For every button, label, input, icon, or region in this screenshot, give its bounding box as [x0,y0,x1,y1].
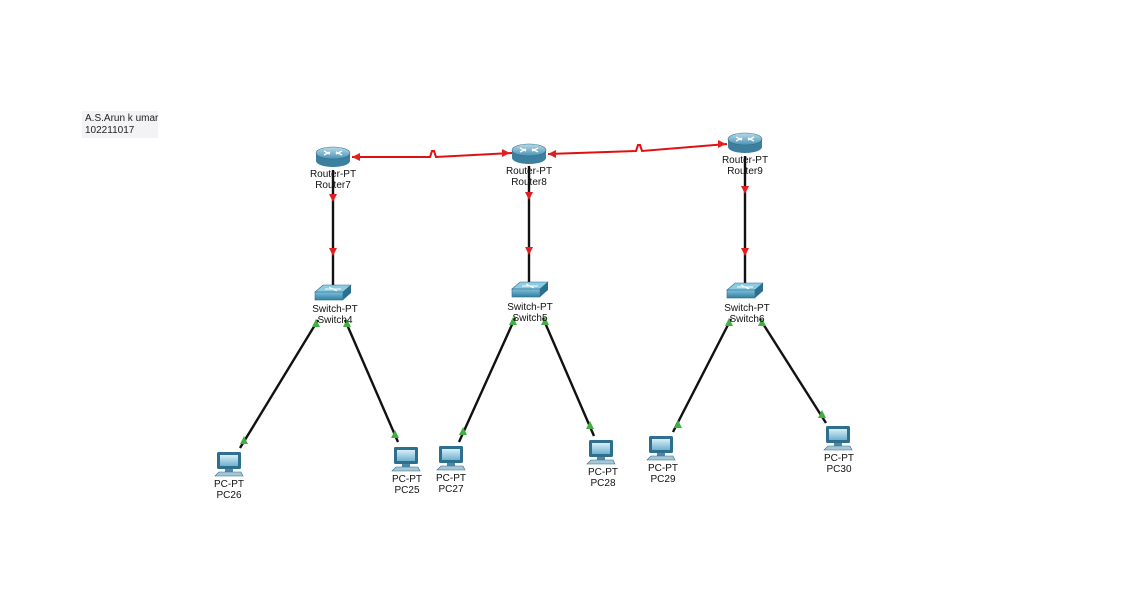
r8-type-label: Router-PT [506,166,552,177]
port-indicators-layer [240,140,826,444]
pc-icon-pc29[interactable] [646,436,676,461]
s5-name-label: Switch5 [512,313,547,324]
switch-icon-switch6[interactable] [726,282,764,299]
port-indicator-s4 [343,319,351,327]
port-indicator-s5 [509,317,517,325]
link-s4-pc26[interactable] [238,319,320,449]
port-indicator-s6 [725,318,733,326]
s5-type-label: Switch-PT [507,302,553,313]
port-indicator-r9 [741,186,749,194]
pc28-name-label: PC28 [590,478,615,489]
r9-name-label: Router9 [727,166,763,177]
link-s6-pc29[interactable] [671,318,733,433]
port-indicator-r8 [502,149,510,157]
port-indicator-s4 [329,248,337,256]
port-indicator-s5 [525,247,533,255]
pc-icon-pc25[interactable] [391,447,421,472]
s6-type-label: Switch-PT [724,303,770,314]
port-indicator-pc26 [240,436,248,444]
router-icon-router8[interactable] [511,143,547,164]
pc-icon-pc27[interactable] [436,446,466,471]
pc26-name-label: PC26 [216,490,241,501]
pc-icon-pc30[interactable] [823,426,853,451]
switch-icon-switch4[interactable] [314,284,352,301]
port-indicator-s4 [312,319,320,327]
author-note[interactable]: A.S.Arun k umar 102211017 [82,111,158,138]
pc28-type-label: PC-PT [588,467,618,478]
r7-type-label: Router-PT [310,169,356,180]
s4-name-label: Switch4 [317,315,352,326]
link-r7-r8[interactable] [352,150,513,159]
author-id: 102211017 [85,125,135,136]
pc30-name-label: PC30 [826,464,851,475]
port-indicator-s6 [758,318,766,326]
router-icon-router7[interactable] [315,146,351,167]
port-indicator-r7 [329,194,337,202]
port-indicator-s5 [541,317,549,325]
pc26-type-label: PC-PT [214,479,244,490]
r9-type-label: Router-PT [722,155,768,166]
switch-icon-switch5[interactable] [511,281,549,298]
pc30-type-label: PC-PT [824,453,854,464]
port-indicator-r8 [525,192,533,200]
link-s4-pc25[interactable] [343,319,400,443]
pc25-name-label: PC25 [394,485,419,496]
author-name: A.S.Arun k umar [85,113,159,124]
port-indicator-pc25 [391,430,399,438]
s4-type-label: Switch-PT [312,304,358,315]
port-indicator-r7 [352,153,360,161]
router-icon-router9[interactable] [727,132,763,153]
pc27-name-label: PC27 [438,484,463,495]
port-indicator-pc30 [818,410,826,418]
port-indicator-r8 [548,150,556,158]
port-indicator-s6 [741,248,749,256]
pc29-type-label: PC-PT [648,463,678,474]
s6-name-label: Switch6 [729,314,764,325]
devices-layer: Router-PTRouter7Router-PTRouter8Router-P… [214,132,854,501]
link-s6-pc30[interactable] [758,318,828,424]
port-indicator-pc29 [674,420,682,428]
link-r8-r9[interactable] [547,143,728,155]
link-s5-pc28[interactable] [541,317,596,437]
pc-icon-pc28[interactable] [586,440,616,465]
pc-icon-pc26[interactable] [214,452,244,477]
links-layer [238,143,828,449]
pc29-name-label: PC29 [650,474,675,485]
port-indicator-r9 [718,140,726,148]
port-indicator-pc28 [586,421,594,429]
pc27-type-label: PC-PT [436,473,466,484]
pc25-type-label: PC-PT [392,474,422,485]
link-s5-pc27[interactable] [457,317,517,443]
port-indicator-pc27 [459,427,467,435]
r7-name-label: Router7 [315,180,351,191]
r8-name-label: Router8 [511,177,547,188]
